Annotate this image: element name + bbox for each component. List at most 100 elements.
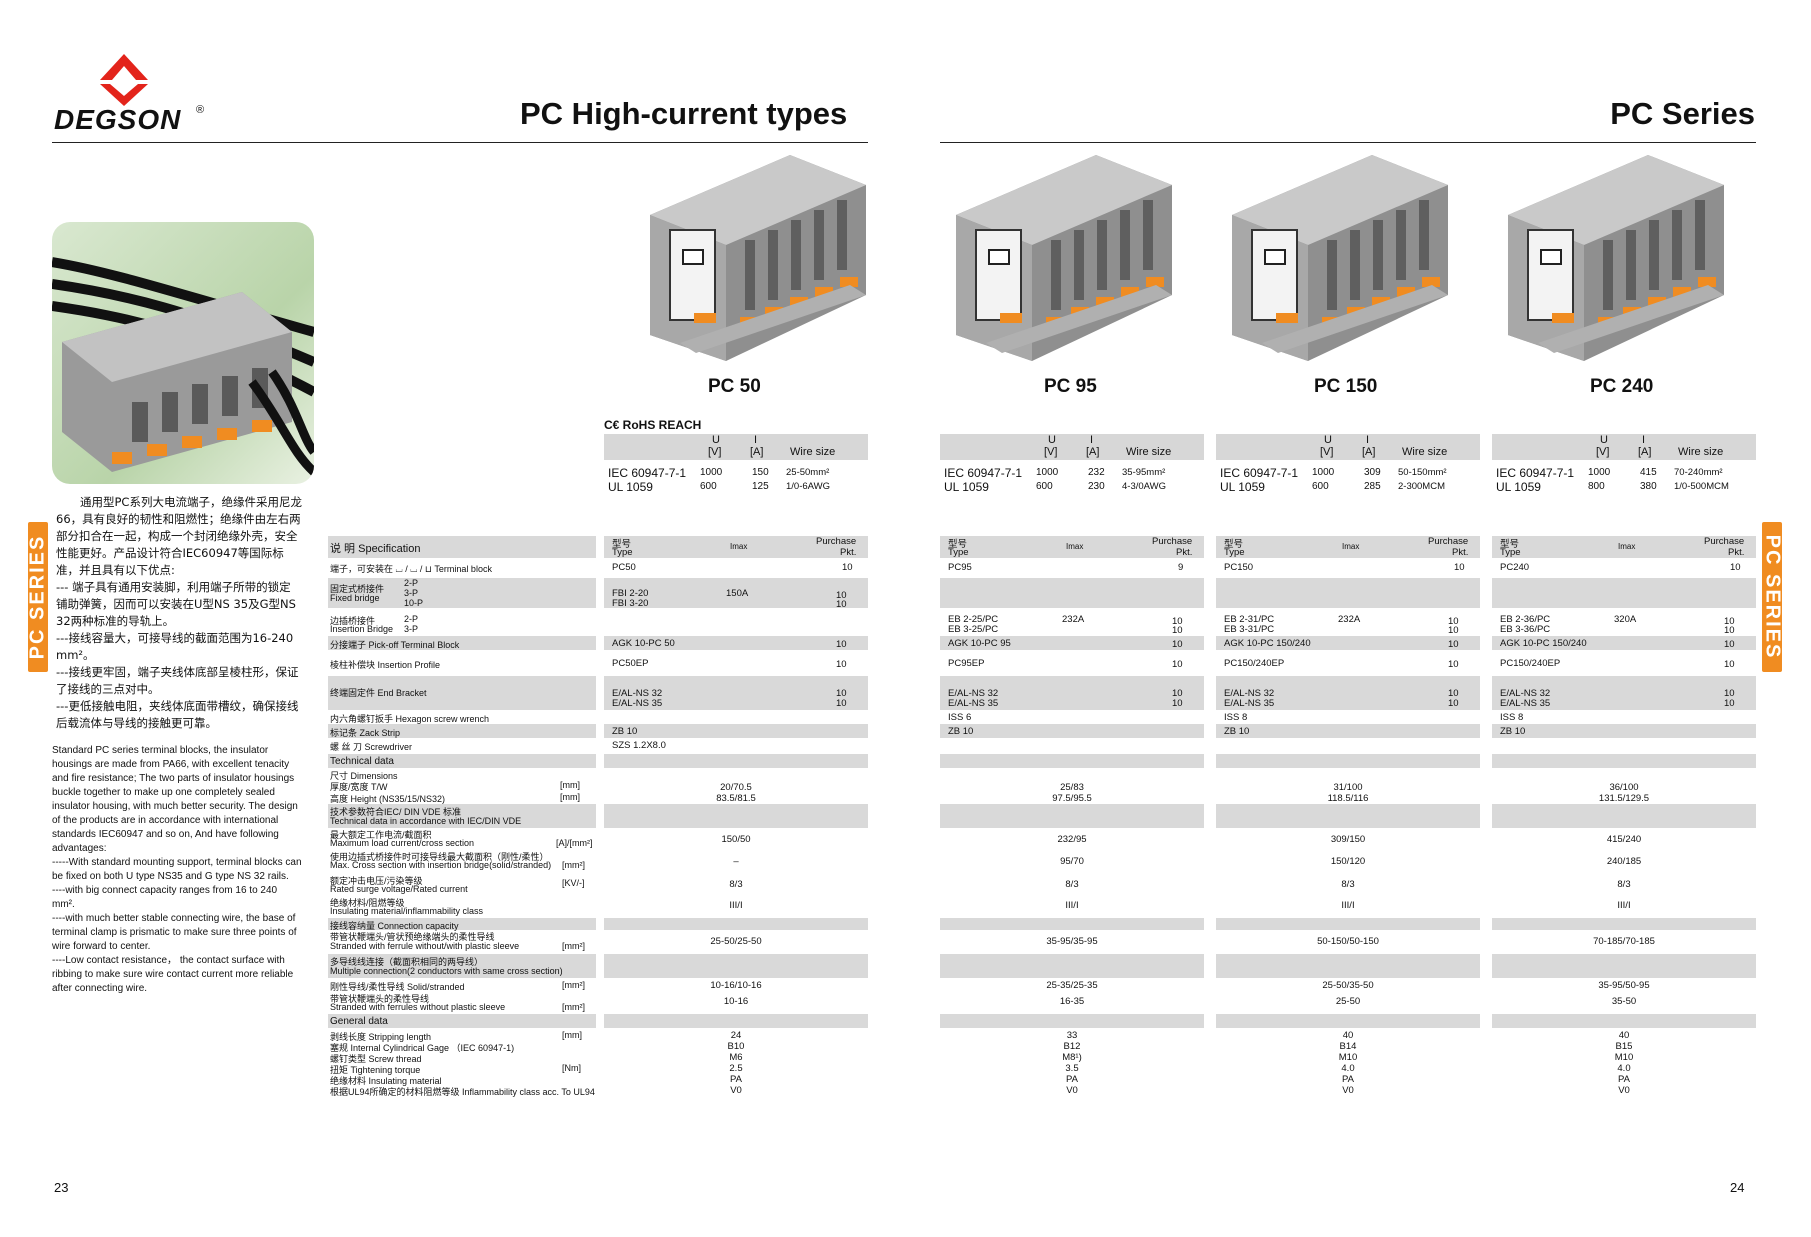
voltage-unit: [V] <box>1596 446 1610 458</box>
order-type-cn: 型号 <box>1500 539 1520 550</box>
insertion-bridge-pkt-2: 10 <box>1172 616 1183 627</box>
order-pkt: 9 <box>1178 562 1184 573</box>
spec-row-band <box>328 636 596 650</box>
spec-multi-en: Multiple connection(2 conductors with sa… <box>330 966 563 976</box>
spec-wrench: 内六角螺钉扳手 Hexagon screw wrench <box>330 714 490 724</box>
wire-size-label: Wire size <box>1402 446 1448 458</box>
wire-size-ul: 1/0-500MCM <box>1674 481 1729 492</box>
end-bracket-35: E/AL-NS 35 <box>1224 698 1275 709</box>
stripping-value: 40 <box>1342 1030 1354 1041</box>
spec-row-band <box>328 676 596 710</box>
max-cross-value: 240/185 <box>1606 856 1642 867</box>
max-cross-value: – <box>733 856 739 867</box>
standard-ul: UL 1059 <box>944 480 989 494</box>
zack-strip-type: ZB 10 <box>1500 726 1526 737</box>
zack-strip-type: ZB 10 <box>1224 726 1250 737</box>
tw-value: 31/100 <box>1333 782 1363 793</box>
order-purchase-label: Purchase <box>1428 536 1469 547</box>
spec-row-band <box>1216 754 1480 768</box>
thread-value: M10 <box>1338 1052 1358 1063</box>
solid-value: 10-16/10-16 <box>710 980 762 991</box>
spec-insmat-cn: 绝缘材料/阻燃等级 <box>330 898 405 908</box>
pickoff-pkt: 10 <box>836 639 847 650</box>
order-type-label: Type <box>948 547 969 558</box>
ul94-value: V0 <box>1618 1085 1630 1096</box>
gauge-value: B12 <box>1063 1041 1081 1052</box>
spec-row-band <box>604 676 868 710</box>
pickoff-pkt: 10 <box>1172 639 1183 650</box>
insertion-bridge-3: EB 3-36/PC <box>1500 624 1551 635</box>
product-name-pc95: PC 95 <box>1044 376 1097 397</box>
voltage-unit: [V] <box>1320 446 1334 458</box>
solid-value: 25-35/25-35 <box>1046 980 1098 991</box>
current-unit: [A] <box>1362 446 1376 458</box>
voltage-label: U <box>1324 434 1332 446</box>
brand-name: DEGSON <box>54 104 182 135</box>
order-pkt: 10 <box>1730 562 1741 573</box>
wire-size-iec: 70-240mm² <box>1674 467 1723 478</box>
standard-ul: UL 1059 <box>1496 480 1541 494</box>
order-type-cn: 型号 <box>1224 539 1244 550</box>
current-unit: [A] <box>750 446 764 458</box>
voltage-ul: 600 <box>1312 481 1329 492</box>
profile-type: PC150/240EP <box>1224 658 1285 669</box>
end-bracket-pkt-35: 10 <box>1448 698 1459 709</box>
end-bracket-pkt-35: 10 <box>1724 698 1735 709</box>
stranded-value: 25-50/25-50 <box>710 936 762 947</box>
standard-iec: IEC 60947-7-1 <box>1220 466 1299 480</box>
surge-value: 8/3 <box>729 879 743 890</box>
spec-row-band <box>604 954 868 978</box>
voltage-label: U <box>712 434 720 446</box>
spec-height-unit: [mm] <box>560 792 580 802</box>
stripping-value: 24 <box>730 1030 742 1041</box>
product-name-pc240: PC 240 <box>1590 376 1654 397</box>
wire-size-iec: 25-50mm² <box>786 467 830 478</box>
spec-row-band <box>1492 578 1756 608</box>
spec-row-band <box>1492 536 1756 558</box>
wire-size-iec: 50-150mm² <box>1398 467 1447 478</box>
spec-fixed-bridge-en: Fixed bridge <box>330 593 380 603</box>
page-title-right: PC Series <box>1610 96 1755 131</box>
current-iec: 150 <box>752 467 769 478</box>
end-bracket-32: E/AL-NS 32 <box>1500 688 1551 699</box>
spec-solid: 刚性导线/柔性导线 Solid/stranded <box>330 982 465 992</box>
wire-size-ul: 2-300MCM <box>1398 481 1445 492</box>
current-label: I <box>1366 434 1370 446</box>
voltage-ul: 600 <box>700 481 717 492</box>
insertion-bridge-pkt-2: 10 <box>1448 616 1459 627</box>
spec-thread: 螺钉类型 Screw thread <box>330 1054 422 1064</box>
spec-surge-cn: 额定冲击电压/污染等级 <box>330 876 423 886</box>
wire-size-iec: 35-95mm² <box>1122 467 1166 478</box>
insertion-bridge-imax: 232A <box>1338 614 1361 625</box>
standard-iec: IEC 60947-7-1 <box>608 466 687 480</box>
spec-row-band <box>1216 724 1480 738</box>
intro-english: Standard PC series terminal blocks, the … <box>52 745 302 994</box>
insertion-bridge-pkt-3: 10 <box>1448 625 1459 636</box>
spec-iec-cn: 技术参数符合IEC/ DIN VDE 标准 <box>330 807 462 817</box>
spec-row-band <box>940 918 1204 930</box>
rating-header: U[V]I[A]Wire size <box>1492 434 1756 460</box>
order-pkt-label: Pkt. <box>1728 547 1745 558</box>
end-bracket-pkt-35: 10 <box>836 698 847 709</box>
end-bracket-32: E/AL-NS 32 <box>1224 688 1275 699</box>
spec-ferrule-en: Stranded with ferrules without plastic s… <box>330 1002 506 1012</box>
spec-insertion-bridge-cn: 边插桥接件 <box>330 616 376 626</box>
stranded-value: 50-150/50-150 <box>1317 936 1379 947</box>
order-purchase-label: Purchase <box>1704 536 1745 547</box>
wire-size-label: Wire size <box>1678 446 1724 458</box>
spec-dimensions: 尺寸 Dimensions <box>330 771 398 781</box>
spec-row-band <box>1492 918 1756 930</box>
insertion-bridge-3: EB 3-25/PC <box>948 624 999 635</box>
current-iec: 415 <box>1640 467 1657 478</box>
end-bracket-32: E/AL-NS 32 <box>612 688 663 699</box>
max-load-value: 232/95 <box>1057 834 1087 845</box>
spec-torque: 扭矩 Tightening torque <box>330 1065 421 1075</box>
order-type-label: Type <box>1500 547 1521 558</box>
rating-header: U[V]I[A]Wire size <box>940 434 1204 460</box>
page-title-left: PC High-current types <box>520 96 848 131</box>
spec-row-band <box>604 578 868 608</box>
